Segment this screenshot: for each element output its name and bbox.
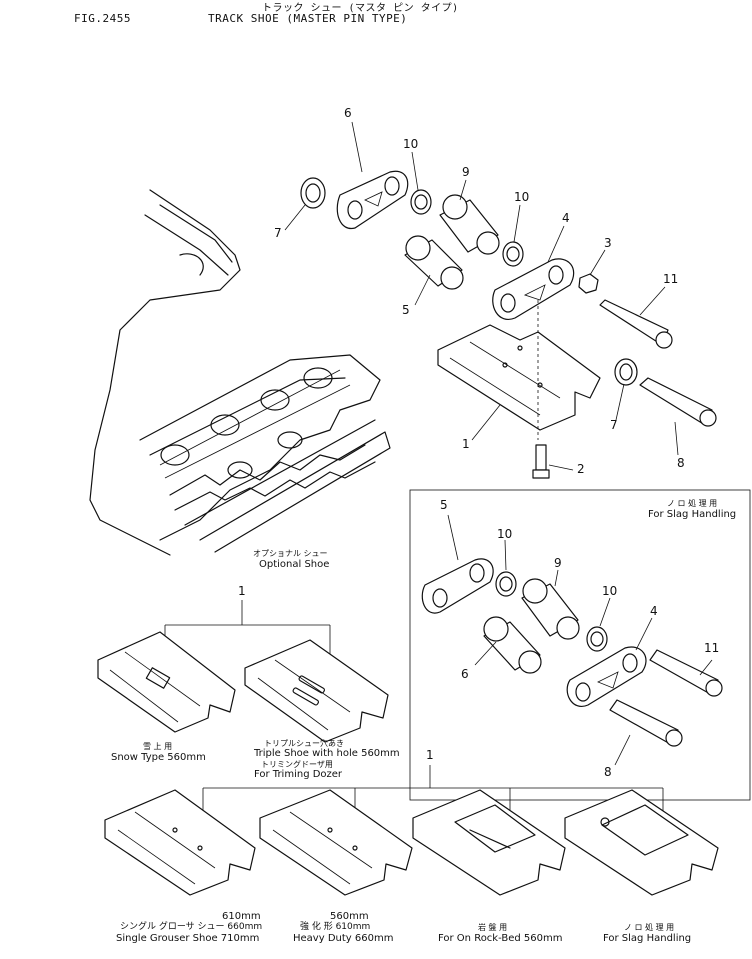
leader-lines <box>284 121 679 471</box>
inset-pin-8 <box>609 699 683 747</box>
link-5 <box>336 170 409 230</box>
title-english: TRACK SHOE (MASTER PIN TYPE) <box>208 12 408 25</box>
inset-pin-11 <box>649 649 723 697</box>
inset-frame <box>409 489 751 801</box>
shoe-heavy-duty <box>259 789 413 896</box>
rock-bed-label: For On Rock-Bed 560mm <box>438 933 563 944</box>
bracket-shoe-group-2 <box>202 765 664 815</box>
callout-2: 2 <box>577 462 585 476</box>
callout-9: 9 <box>462 165 470 179</box>
triple-shoe-label-jp: トリプルシュー穴あき <box>264 739 344 748</box>
heavy-duty-label-jp: 強 化 形 610mm <box>300 922 371 932</box>
triming-dozer-label-jp: トリミングドーザ用 <box>261 760 333 769</box>
inset-bushing-10-left <box>495 571 517 597</box>
inset-callout-6: 6 <box>461 667 469 681</box>
inset-link-5 <box>421 558 494 614</box>
heavy-duty-label: Heavy Duty 660mm <box>293 933 394 944</box>
inset-pin-9 <box>521 578 580 640</box>
slag-handling-label: For Slag Handling <box>603 933 692 944</box>
single-grouser-label-jp: シングル グローサ シュー 660mm <box>120 922 263 932</box>
inset-callout-10-right: 10 <box>602 584 618 598</box>
inset-callout-4: 4 <box>650 604 658 618</box>
callout-4: 4 <box>562 211 570 225</box>
bushing-6 <box>404 235 464 290</box>
inset-bushing-10-right <box>586 626 608 652</box>
snow-type-label-jp: 雪 上 用 <box>143 742 173 751</box>
link-4 <box>492 258 575 321</box>
pin-11 <box>599 299 673 349</box>
seal-7-upper <box>300 177 326 209</box>
shoe-slag-handling <box>564 789 719 896</box>
inset-title: For Slag Handling <box>648 509 737 520</box>
nut-3 <box>578 273 599 294</box>
callout-11: 11 <box>663 272 679 286</box>
bracket-shoe-group-1 <box>164 600 331 660</box>
callout-7-lower: 7 <box>610 418 618 432</box>
title-japanese: トラック シュー (マスタ ピン タイプ) <box>262 3 459 14</box>
inset-callout-5: 5 <box>440 498 448 512</box>
seal-7-lower <box>614 358 638 386</box>
shoe-triple-hole <box>244 639 389 743</box>
inset-title-jp: ノ ロ 処 理 用 <box>667 499 718 508</box>
shoe-plate-1-main <box>437 324 601 431</box>
heavy-duty-size: 560mm <box>330 911 369 922</box>
bolt-2 <box>532 444 550 479</box>
inset-bushing-6 <box>483 616 542 674</box>
inset-leader-lines <box>447 514 713 766</box>
shoe-snow-type <box>97 631 236 733</box>
optional-shoe-label: Optional Shoe <box>259 559 330 570</box>
inset-callout-10-left: 10 <box>497 527 513 541</box>
inset-callout-9: 9 <box>554 556 562 570</box>
callout-6: 5 <box>402 303 410 317</box>
inset-callout-8: 8 <box>604 765 612 779</box>
shoe-single-grouser <box>104 789 256 896</box>
inset-callout-11: 11 <box>704 641 720 655</box>
bushing-10-right <box>502 241 524 267</box>
callout-1: 1 <box>462 437 470 451</box>
inset-link-4 <box>566 646 647 708</box>
pin-8 <box>639 377 717 427</box>
shoe-rock-bed <box>412 789 566 896</box>
callout-10-right: 10 <box>514 190 530 204</box>
callout-7-upper: 7 <box>274 226 282 240</box>
shoe-group-callout-1-middle: 1 <box>238 584 246 598</box>
pin-9 <box>439 194 500 255</box>
optional-shoe-label-jp: オプショナル シュー <box>253 549 328 558</box>
single-grouser-label: Single Grouser Shoe 710mm <box>116 933 260 944</box>
rock-bed-label-jp: 岩 盤 用 <box>478 923 508 932</box>
callout-5: 6 <box>344 106 352 120</box>
callout-8: 8 <box>677 456 685 470</box>
triple-shoe-label: Triple Shoe with hole 560mm <box>254 748 400 759</box>
single-grouser-size: 610mm <box>222 911 261 922</box>
figure-number: FIG.2455 <box>74 12 131 25</box>
track-assembly-illustration <box>89 189 391 556</box>
triming-dozer-label: For Triming Dozer <box>254 769 343 780</box>
bushing-10-upper <box>410 189 432 215</box>
shoe-group-callout-1-bottom: 1 <box>426 748 434 762</box>
slag-handling-label-jp: ノ ロ 処 理 用 <box>624 923 675 932</box>
callout-3: 3 <box>604 236 612 250</box>
callout-10-upper: 10 <box>403 137 419 151</box>
snow-type-label: Snow Type 560mm <box>111 752 206 763</box>
